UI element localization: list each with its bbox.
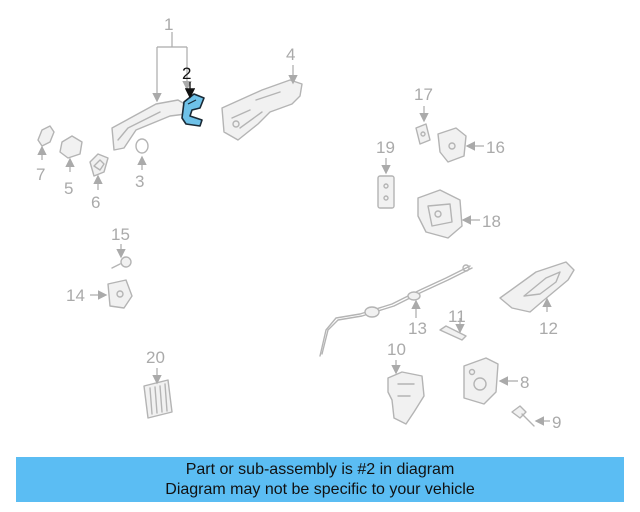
part-1-outside-handle[interactable]: [111, 99, 189, 151]
callout-3: 3: [135, 172, 144, 191]
callout-18: 18: [482, 212, 501, 231]
part-13-cable[interactable]: [319, 264, 473, 357]
part-11-clip[interactable]: [439, 325, 467, 341]
callout-13: 13: [408, 319, 427, 338]
callout-20: 20: [146, 348, 165, 367]
callout-16: 16: [486, 138, 505, 157]
callout-1: 1: [164, 15, 173, 34]
part-14-plate[interactable]: [107, 279, 133, 309]
callout-10: 10: [387, 340, 406, 359]
callout-17: 17: [414, 85, 433, 104]
callout-9: 9: [552, 413, 561, 432]
banner-line-1: Part or sub-assembly is #2 in diagram: [185, 461, 455, 478]
info-banner: Part or sub-assembly is #2 in diagram Di…: [16, 457, 624, 502]
part-4-handle-frame[interactable]: [221, 79, 303, 141]
callout-1-leader: [152, 32, 192, 103]
callout-8: 8: [520, 373, 529, 392]
callout-12: 12: [539, 319, 558, 338]
part-18-check-link[interactable]: [417, 189, 463, 239]
callout-2: 2: [182, 64, 191, 83]
part-6-gasket[interactable]: [89, 153, 109, 177]
callout-19: 19: [376, 138, 395, 157]
part-3-ring[interactable]: [135, 138, 149, 154]
callout-5: 5: [64, 179, 73, 198]
part-16-hinge[interactable]: [437, 127, 467, 163]
part-7-cover[interactable]: [37, 125, 55, 147]
part-15-screw[interactable]: [111, 256, 132, 269]
part-12-inside-handle[interactable]: [499, 261, 575, 313]
banner-line-2: Diagram may not be specific to your vehi…: [165, 481, 475, 498]
callout-6: 6: [91, 193, 100, 212]
callout-11: 11: [448, 307, 466, 326]
callout-7: 7: [36, 165, 45, 184]
callout-14: 14: [66, 286, 85, 305]
part-5-cap[interactable]: [59, 135, 83, 159]
part-8-latch[interactable]: [463, 357, 499, 405]
part-10-bracket[interactable]: [387, 371, 425, 425]
part-20-grille[interactable]: [143, 379, 173, 419]
part-9-bolt[interactable]: [511, 405, 535, 427]
callout-15: 15: [111, 225, 130, 244]
part-2-highlighted-bracket[interactable]: [181, 93, 205, 127]
part-17-small-plate[interactable]: [415, 123, 431, 145]
callout-4: 4: [286, 45, 295, 64]
part-19-striker-plate[interactable]: [377, 175, 395, 209]
